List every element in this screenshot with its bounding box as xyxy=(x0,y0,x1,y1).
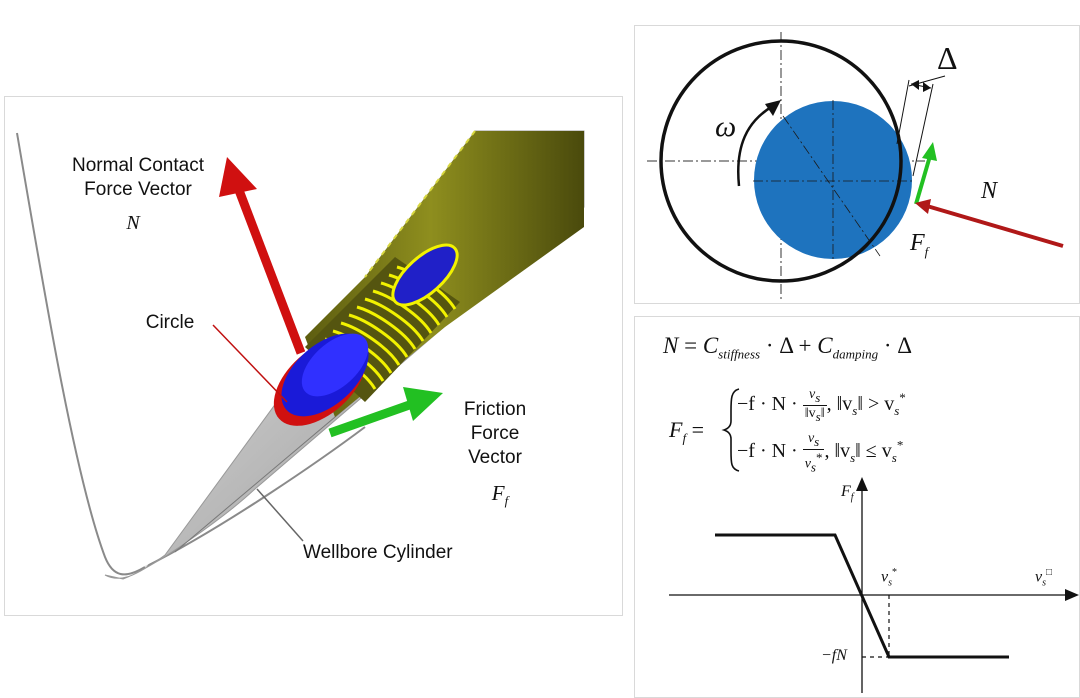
friction-characteristic-plot xyxy=(669,477,1079,693)
normal-symbol-circle: N xyxy=(981,178,998,204)
contact-circle-drawing xyxy=(647,32,1064,300)
friction-equation-lhs: Ff = xyxy=(669,417,704,446)
normal-force-symbol: N xyxy=(126,212,140,234)
contact-ring xyxy=(273,333,369,426)
wellbore-trajectory xyxy=(16,132,366,576)
wellbore-circle xyxy=(659,39,903,283)
normal-arrow xyxy=(926,204,1064,248)
friction-curve xyxy=(715,533,1009,659)
cases-brace xyxy=(721,388,740,472)
normal-force-equation: N = Cstiffness · Δ + Cdamping · Δ xyxy=(663,333,913,362)
normal-force-label: Normal Contact Force Vector xyxy=(72,155,204,200)
friction-force-symbol: Ff xyxy=(491,481,509,509)
contact-circle-panel: ω Δ N Ff xyxy=(634,25,1080,304)
delta-label: Δ xyxy=(937,40,958,76)
wellbore-3d-drawing xyxy=(16,130,585,580)
friction-symbol-circle: Ff xyxy=(910,230,929,259)
normal-force-arrow xyxy=(219,157,306,355)
x-axis-label: vs□ xyxy=(1035,567,1053,589)
negative-friction-level-label: −fN xyxy=(821,647,847,664)
friction-arrow xyxy=(914,155,932,205)
equations-panel: N = Cstiffness · Δ + Cdamping · Δ Ff = −… xyxy=(634,316,1080,698)
friction-force-label: Friction Force Vector xyxy=(463,399,527,468)
circle-pointer-line xyxy=(212,324,288,403)
friction-force-arrow xyxy=(328,387,443,438)
friction-case-dynamic: −f · N · vs‖vs‖, ‖vs‖ > vs* xyxy=(737,387,906,424)
wellbore-cylinder-label: Wellbore Cylinder xyxy=(303,542,453,563)
circle-label: Circle xyxy=(145,312,195,333)
wellbore-pointer-line xyxy=(256,488,304,542)
threshold-velocity-label: vs* xyxy=(881,567,898,589)
omega-label: ω xyxy=(715,110,737,143)
y-axis-label: Ff xyxy=(841,483,854,504)
wellbore-3d-panel: Normal Contact Force Vector N Circle Fri… xyxy=(4,96,623,616)
rotation-arrow xyxy=(737,104,774,187)
